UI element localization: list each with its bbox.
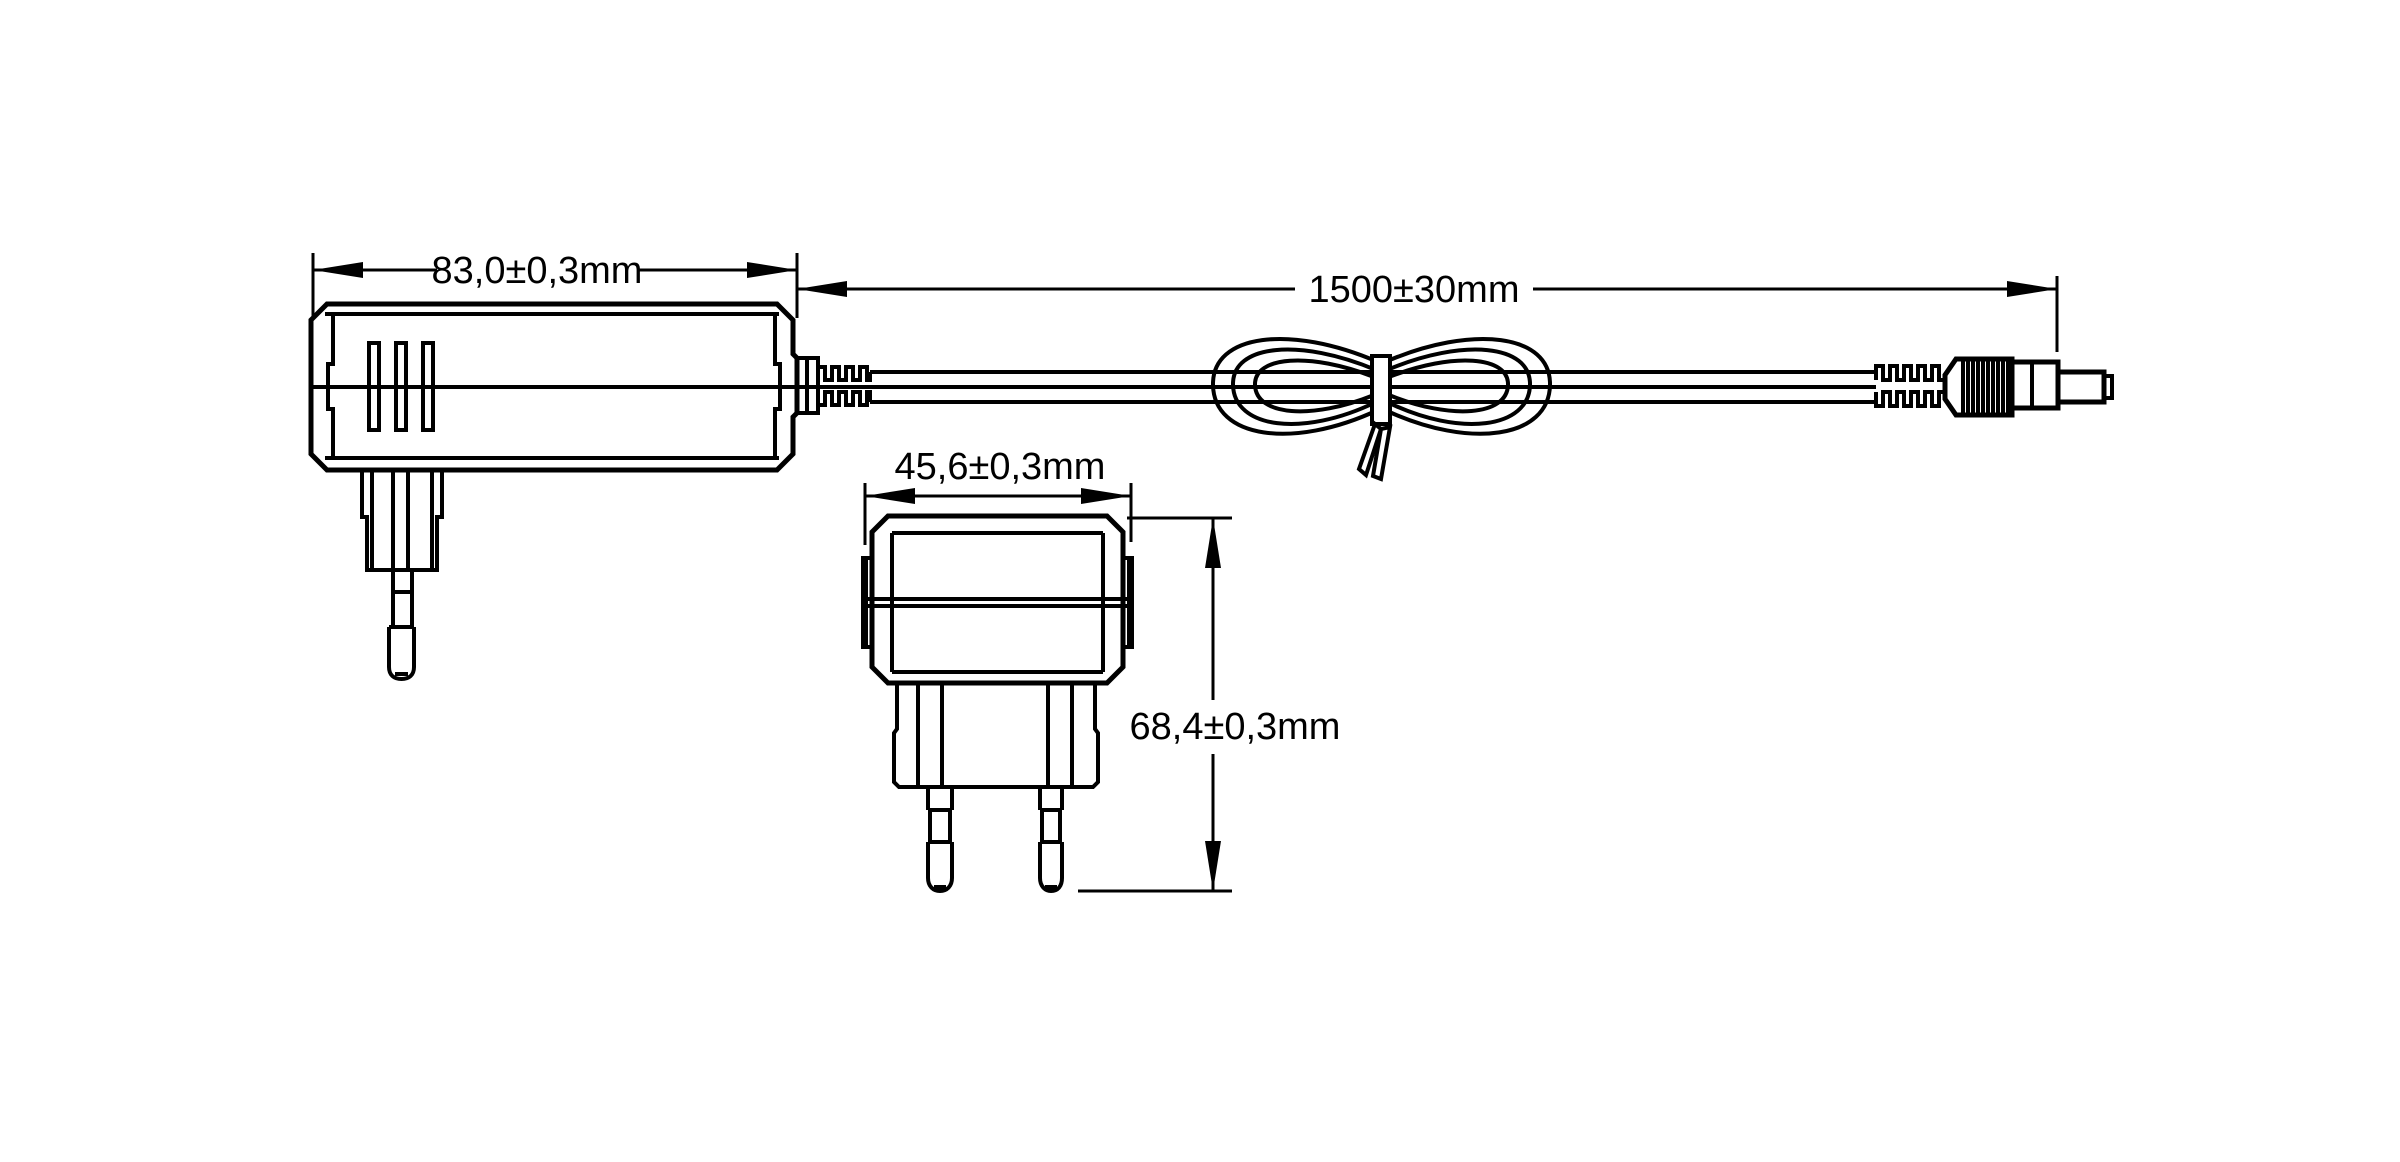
vent-slot-2 xyxy=(394,341,408,432)
cable-coil xyxy=(1210,337,1553,482)
dimension-adapter-height: 68,4±0,3mm xyxy=(1078,516,1341,893)
adapter-body-outline xyxy=(308,301,800,473)
dimension-adapter-width: 45,6±0,3mm xyxy=(863,446,1133,545)
cable-tie-band xyxy=(1370,354,1392,426)
arrowhead-left xyxy=(313,262,363,278)
dc-sleeve xyxy=(2009,359,2061,411)
plug-pin-left xyxy=(926,787,954,894)
arrowhead-left xyxy=(797,281,847,297)
dc-strain-relief-top xyxy=(1874,364,1945,382)
coil-left-inner xyxy=(1252,358,1375,414)
dimension-label-adapter-length: 83,0±0,3mm xyxy=(432,250,643,292)
arrowhead-right xyxy=(2007,281,2057,297)
strain-relief-bottom xyxy=(816,390,872,407)
dimension-label-cable-length: 1500±30mm xyxy=(1309,269,1520,311)
plug-pin-side xyxy=(387,570,416,682)
arrowhead-right xyxy=(747,262,797,278)
adapter-front-view xyxy=(861,513,1134,894)
dc-barrel xyxy=(2055,369,2107,405)
arrowhead-down xyxy=(1205,841,1221,891)
plug-pin-right xyxy=(1038,787,1064,894)
vent-slot-1 xyxy=(367,341,381,432)
dimension-cable-length: 1500±30mm xyxy=(797,269,2059,352)
cable-tie-tail-right xyxy=(1370,424,1393,482)
front-plug-base xyxy=(892,683,1100,789)
arrowhead-up xyxy=(1205,518,1221,568)
coil-right-outer xyxy=(1384,337,1553,436)
plug-base-side xyxy=(360,470,444,572)
dc-grip-ribs xyxy=(1961,359,2010,415)
cable-tie-tail-left xyxy=(1356,420,1384,479)
coil-left-outer xyxy=(1210,337,1379,436)
dc-connector xyxy=(1874,356,2114,418)
dimension-adapter-length: 83,0±0,3mm xyxy=(311,250,799,318)
arrowhead-right xyxy=(1081,488,1131,504)
dc-strain-relief-bottom xyxy=(1874,390,1945,408)
coil-right-inner xyxy=(1388,358,1511,414)
coil-left-middle xyxy=(1230,347,1377,426)
strain-relief-top xyxy=(816,365,872,382)
dimension-label-adapter-width: 45,6±0,3mm xyxy=(895,446,1106,488)
vent-slot-3 xyxy=(421,341,435,432)
arrowhead-left xyxy=(865,488,915,504)
dc-barrel-end xyxy=(2102,374,2114,400)
dimension-label-adapter-height: 68,4±0,3mm xyxy=(1130,706,1341,748)
dc-grip-outline xyxy=(1942,356,2015,418)
adapter-side-view xyxy=(308,301,872,682)
coil-right-middle xyxy=(1386,347,1533,426)
